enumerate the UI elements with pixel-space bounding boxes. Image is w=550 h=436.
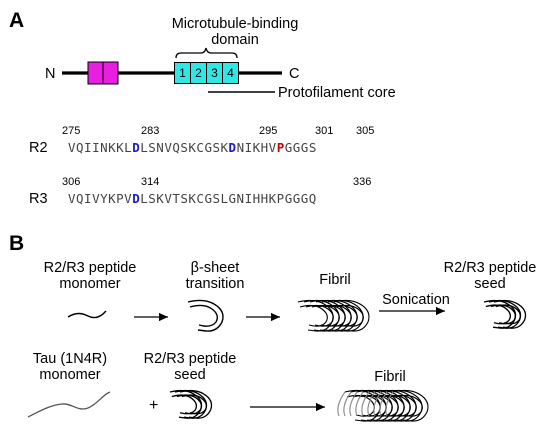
row2-fibril-strand-2-tail bbox=[349, 391, 358, 417]
panel-b-label: B bbox=[9, 232, 25, 255]
row2-tau-monomer bbox=[27, 391, 111, 418]
plus-sign: + bbox=[149, 397, 159, 414]
r2-num-305: 305 bbox=[356, 125, 375, 137]
r3-seq-segment-1: D bbox=[132, 191, 141, 206]
n-terminus-label: N bbox=[45, 66, 56, 82]
row2-fibril-strand-8-tail bbox=[385, 391, 394, 417]
r2-seq-segment-3: D bbox=[228, 140, 237, 155]
r2-num-275: 275 bbox=[62, 125, 81, 137]
mtbd-label-line2: domain bbox=[211, 32, 259, 48]
row1-monomer-squiggle bbox=[67, 310, 107, 319]
r3-label: R3 bbox=[29, 191, 48, 207]
r2-seq-segment-6: GGGS bbox=[284, 140, 317, 155]
row2-fibril-strand-8-inner bbox=[394, 394, 423, 417]
row2-fibril-strand-1-tail bbox=[343, 391, 352, 417]
row2-seed-strand-2-outer bbox=[179, 389, 213, 419]
row2-seed-label-line2: seed bbox=[174, 367, 206, 383]
row1-transition-label-line2: transition bbox=[185, 276, 245, 292]
row2-fibril-strand-6-tail bbox=[373, 391, 382, 417]
r3-sequence: VQIVYKPVDLSKVTSKCGSLGNIHHKPGGGQ bbox=[68, 191, 317, 206]
n-terminal-domain-right bbox=[102, 61, 119, 85]
r2-seq-segment-4: NIKHV bbox=[236, 140, 277, 155]
row1-seed-strand-2-outer bbox=[493, 299, 527, 329]
row2-seed-strand-0-inner bbox=[171, 394, 198, 415]
panel-a-label: A bbox=[9, 9, 25, 32]
r3-seq-segment-2: LSKVTSKCGSLGNIHHKPGGGQ bbox=[140, 191, 317, 206]
r3-seq-segment-0: VQIVYKPV bbox=[68, 191, 133, 206]
row1-fibril-strand-6-outer bbox=[333, 299, 370, 332]
r2-seq-segment-1: D bbox=[132, 140, 141, 155]
repeat-4: 4 bbox=[222, 62, 239, 84]
r3-num-314: 314 bbox=[141, 176, 160, 188]
row2-fibril-stack bbox=[337, 389, 429, 422]
row2-fibril-strand-0-inner bbox=[346, 394, 375, 417]
protofilament-core-label: Protofilament core bbox=[278, 85, 396, 101]
r2-seq-segment-2: LSNVQSKCGSK bbox=[140, 140, 229, 155]
row2-seed-label-line1: R2/R3 peptide bbox=[143, 351, 237, 367]
row2-fibril-strand-5-tail bbox=[367, 391, 376, 417]
row1-seed-strand-0-inner bbox=[485, 304, 512, 325]
row2-fibril-label: Fibril bbox=[374, 369, 406, 385]
r3-num-336: 336 bbox=[353, 176, 372, 188]
row1-fibril-stack bbox=[297, 299, 370, 332]
row2-fibril-strand-7-tail bbox=[379, 391, 388, 417]
row2-monomer-label-line1: Tau (1N4R) bbox=[32, 351, 108, 367]
r3-num-306: 306 bbox=[62, 176, 81, 188]
r2-sequence: VQIINKKLDLSNVQSKCGSKDNIKHVPGGGS bbox=[68, 140, 317, 155]
r2-seq-segment-0: VQIINKKL bbox=[68, 140, 133, 155]
row1-fibril-strand-0-inner bbox=[299, 304, 328, 327]
row1-monomer-label-line2: monomer bbox=[59, 276, 121, 292]
row1-seed-label-line1: R2/R3 peptide bbox=[443, 260, 537, 276]
row2-seed-strand-2-inner bbox=[181, 394, 208, 415]
row1-seed-strand-2-inner bbox=[495, 304, 522, 325]
r2-num-283: 283 bbox=[141, 125, 160, 137]
mtbd-brace bbox=[175, 47, 238, 59]
row1-monomer-label-line1: R2/R3 peptide bbox=[43, 260, 137, 276]
row1-beta-hairpin bbox=[187, 299, 224, 332]
row2-monomer-label-line2: monomer bbox=[39, 367, 101, 383]
row1-fibril-strand-6-inner bbox=[335, 304, 364, 327]
row1-fibril-label: Fibril bbox=[319, 272, 351, 288]
row1-transition-label-line1: β-sheet bbox=[190, 260, 240, 276]
row1-seed bbox=[483, 299, 527, 329]
r2-num-295: 295 bbox=[259, 125, 278, 137]
r2-num-301: 301 bbox=[315, 125, 334, 137]
sonication-label: Sonication bbox=[382, 292, 450, 308]
c-terminus-label: C bbox=[289, 66, 300, 82]
r2-seq-segment-5: P bbox=[276, 140, 285, 155]
row2-fibril-strand-4-tail bbox=[361, 391, 370, 417]
row2-seed bbox=[169, 389, 213, 419]
r2-label: R2 bbox=[29, 140, 48, 156]
row2-fibril-strand-3-tail bbox=[355, 391, 364, 417]
row1-seed-label-line2: seed bbox=[474, 276, 506, 292]
row2-fibril-strand-0-tail bbox=[337, 391, 346, 417]
row2-fibril-strand-8-outer bbox=[392, 389, 429, 422]
mtbd-label-line1: Microtubule-binding bbox=[171, 16, 299, 32]
row2-fibril-unit-8 bbox=[385, 389, 429, 422]
